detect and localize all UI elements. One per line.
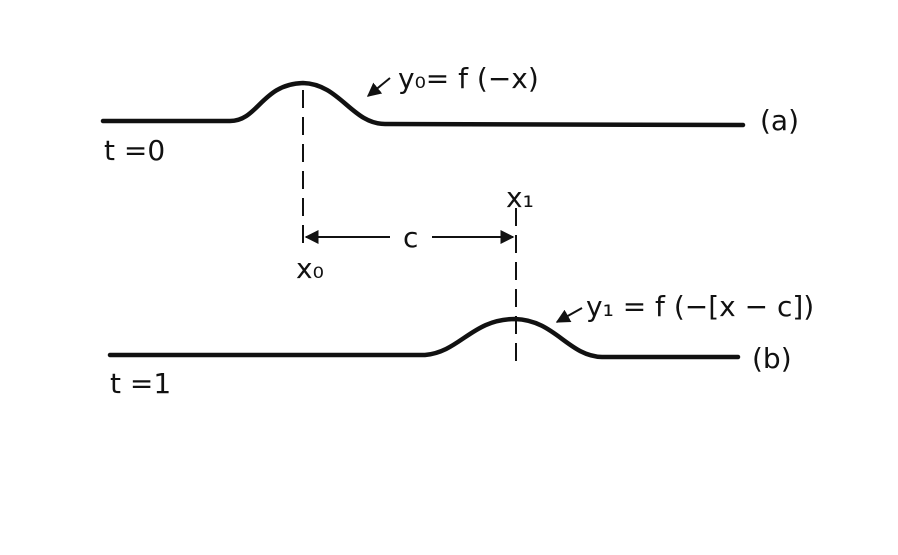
crest-label-a: x₀ [296,252,324,285]
panel-label-a: (a) [760,104,799,137]
wave-b-curve [107,316,741,360]
time-label-b: t =1 [110,367,171,400]
label-b-leader-arrow [555,307,583,323]
label-a-leader-arrow [366,77,391,97]
panel-label-b: (b) [752,342,792,375]
wave-a-curve [100,80,746,128]
function-label-b: y₁ = f (−[x − c]) [586,290,814,323]
shift-label: c [403,221,418,254]
crest-label-b: x₁ [506,181,534,214]
time-label-a: t =0 [104,134,165,167]
function-label-a: y₀= f (−x) [398,62,539,95]
